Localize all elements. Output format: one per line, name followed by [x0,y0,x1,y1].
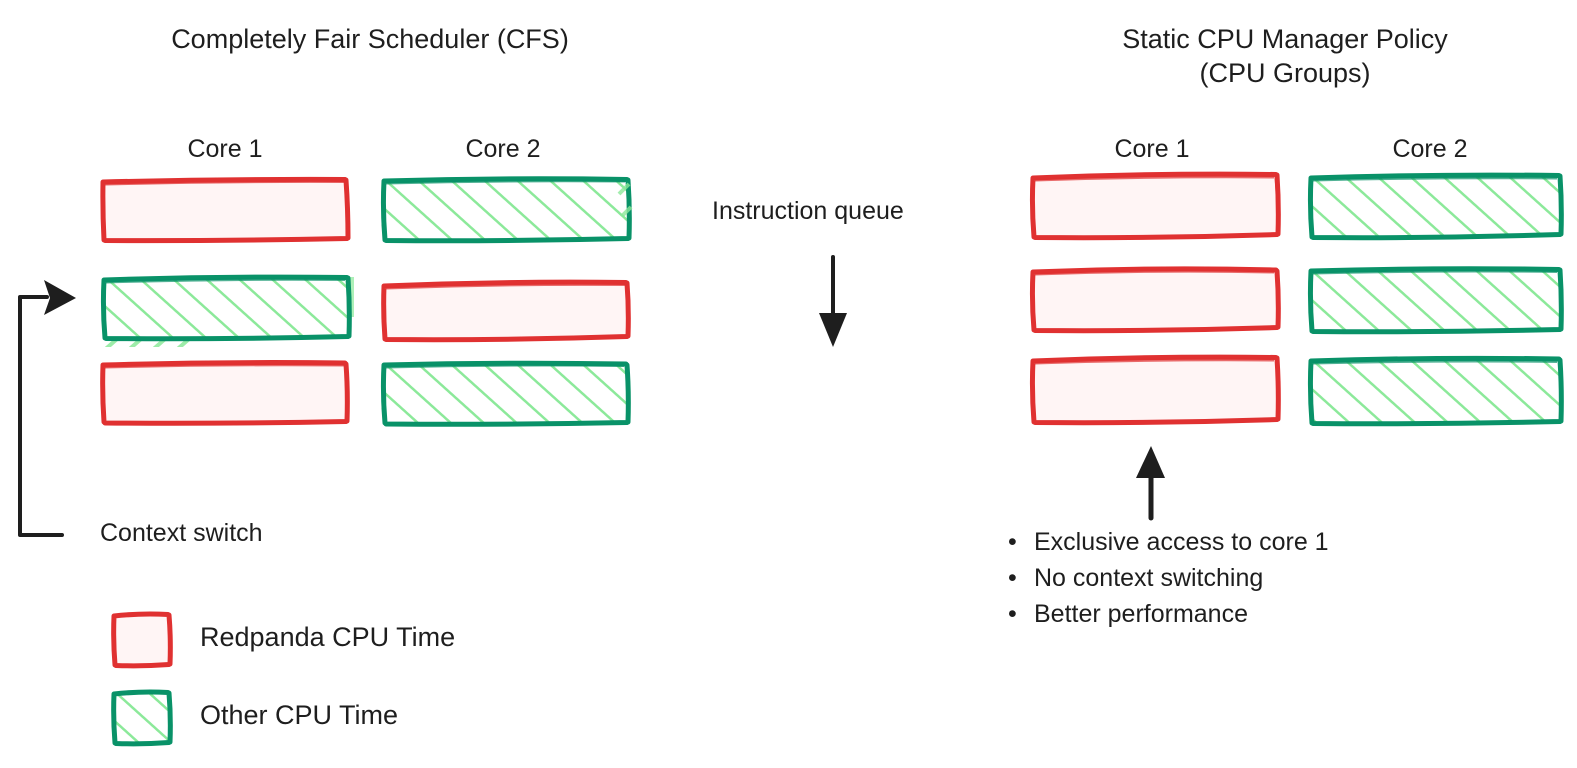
right-core2-block-1 [1305,172,1567,246]
left-core-2-label: Core 2 [465,135,541,163]
right-core1-block-2 [1028,265,1284,339]
left-core1-block-2 [99,273,357,347]
context-switch-label: Context switch [100,519,263,547]
instruction-queue-label: Instruction queue [712,197,904,225]
benefit-item-3: Better performance [1008,596,1329,632]
legend-swatch-redpanda [110,611,178,671]
legend-label-redpanda: Redpanda CPU Time [200,622,456,652]
legend-swatch-other [110,689,178,749]
left-panel-title: Completely Fair Scheduler (CFS) [171,24,569,54]
right-core1-block-1 [1028,170,1284,246]
right-core2-block-3 [1305,355,1567,431]
context-switch-arrow-icon [18,280,76,537]
left-core2-block-2 [379,278,635,346]
benefit-item-2: No context switching [1008,560,1329,596]
left-core2-block-3 [379,360,635,430]
right-core1-block-3 [1028,353,1284,429]
right-core-1-label: Core 1 [1114,135,1190,163]
instruction-queue-arrow-down-icon [819,255,847,347]
left-core2-block-1 [379,176,637,248]
right-panel-title: Static CPU Manager Policy (CPU Groups) [1122,24,1448,88]
left-core1-block-1 [99,176,354,246]
legend-label-other: Other CPU Time [200,700,399,730]
left-core-1-label: Core 1 [187,135,263,163]
right-core-2-label: Core 2 [1392,135,1468,163]
exclusive-access-arrow-up-icon [1136,446,1165,521]
benefits-list: Exclusive access to core 1 No context sw… [1008,524,1329,632]
right-core2-block-2 [1305,266,1567,340]
benefit-item-1: Exclusive access to core 1 [1008,524,1329,560]
left-core1-block-3 [99,359,352,429]
